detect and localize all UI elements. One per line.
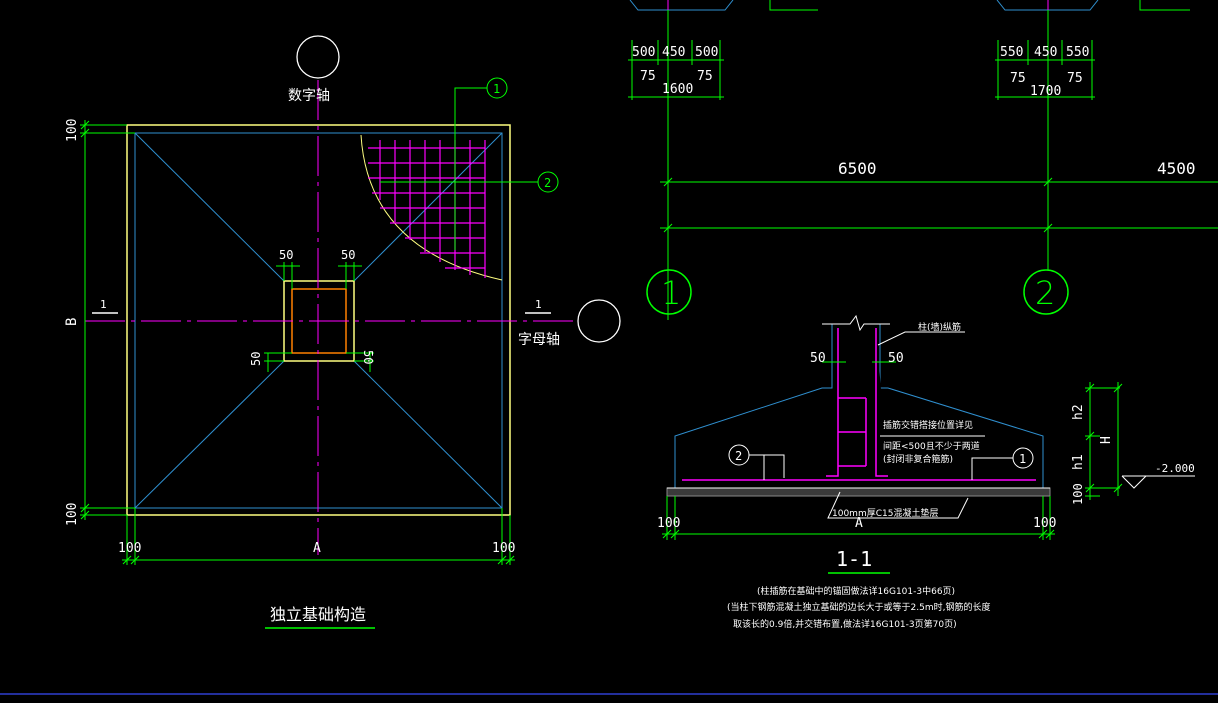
footing-outline xyxy=(126,124,511,516)
callout-2-bubble xyxy=(537,171,559,193)
dim-H: H xyxy=(1099,436,1114,444)
section-1-1: 50 50 柱(墙)纵筋 插筋交错搭接位置详见 间距<500且不少于两道 (封闭… xyxy=(657,314,1195,630)
bedding-layer xyxy=(666,487,1051,497)
footnote-2: (当柱下钢筋混凝土独立基础的边长大于或等于2.5m时,钢筋的长度 xyxy=(727,601,990,613)
footing-profile-left xyxy=(674,324,833,488)
axis-1-label: 1 xyxy=(661,274,681,312)
letter-axis-bubble xyxy=(577,299,621,343)
col-offset-bl: 50 xyxy=(249,352,263,366)
section-col-off-left: 50 xyxy=(810,351,826,366)
section-mark-left: 1 xyxy=(100,298,107,311)
bottom-dimension-lines xyxy=(122,508,515,565)
number-axis-label: 数字轴 xyxy=(288,88,330,104)
span-dims xyxy=(660,177,1218,233)
slope-lines xyxy=(134,132,503,509)
grid-left-sub-1: 75 xyxy=(640,69,656,84)
grid-right-dim-2: 450 xyxy=(1034,45,1057,60)
section-callout-1-bubble xyxy=(1012,447,1034,469)
dim-left-bottom: 100 xyxy=(65,503,80,526)
dim-left-top: 100 xyxy=(65,119,80,142)
bedding-note: 100mm厚C15混凝土垫层 xyxy=(832,507,938,519)
callout-1-number: 1 xyxy=(493,82,500,96)
left-grid-dims xyxy=(628,10,724,320)
grid-right-dim-3: 550 xyxy=(1066,45,1089,60)
section-bottom-dims xyxy=(662,496,1055,540)
elevation-symbol xyxy=(1121,475,1148,489)
section-dim-right: 100 xyxy=(1033,516,1056,531)
span-6500: 6500 xyxy=(838,159,877,178)
section-dim-left: 100 xyxy=(657,516,680,531)
grid-right-sub-1: 75 xyxy=(1010,71,1026,86)
axis-2-label: 2 xyxy=(1035,274,1055,312)
foundation-plan: 数字轴 字母轴 1 1 1 2 100 B 100 xyxy=(64,35,621,629)
column-rebars xyxy=(826,328,888,477)
note-mid-2: 间距<500且不少于两道 xyxy=(883,440,980,452)
dim-100-vert: 100 xyxy=(1071,483,1085,505)
col-offset-tl: 50 xyxy=(279,248,293,262)
section-col-off-right: 50 xyxy=(888,351,904,366)
number-axis-bubble xyxy=(296,35,340,79)
axis-grid: 500 450 500 75 75 1600 550 450 550 75 75… xyxy=(628,0,1218,320)
section-mark-right: 1 xyxy=(535,298,542,311)
footnote-3: 取该长的0.9倍,并交错布置,做法详16G101-3页第70页) xyxy=(733,618,957,630)
left-dimension-lines xyxy=(80,120,135,520)
dim-left-b: B xyxy=(64,318,80,326)
grid-right-dim-1: 550 xyxy=(1000,45,1023,60)
axis-2-bubble xyxy=(1023,269,1069,315)
column-offset-dims xyxy=(264,262,374,372)
grid-left-dim-1: 500 xyxy=(632,45,655,60)
note-mid-1: 插筋交错搭接位置详见 xyxy=(883,419,973,431)
dim-bottom-right: 100 xyxy=(492,541,515,556)
section-dim-a: A xyxy=(855,516,863,531)
col-offset-tr: 50 xyxy=(341,248,355,262)
dim-h1: h1 xyxy=(1071,454,1086,470)
section-height-dims xyxy=(1085,382,1123,500)
grid-left-total: 1600 xyxy=(662,82,693,97)
grid-left-dim-2: 450 xyxy=(662,45,685,60)
break-line xyxy=(822,314,890,332)
callout-1-bubble xyxy=(486,77,508,99)
footing-profile-right xyxy=(879,324,1044,488)
axis-1-bubble xyxy=(646,269,692,315)
grid-left-sub-2: 75 xyxy=(697,69,713,84)
right-grid-dims xyxy=(995,10,1095,270)
dim-bottom-a: A xyxy=(313,541,321,556)
rebar-mesh xyxy=(360,134,503,281)
callout-1-leader xyxy=(454,87,487,250)
note-mid-3: (封闭非复合箍筋) xyxy=(883,453,953,465)
plan-title: 独立基础构造 xyxy=(270,605,366,624)
grid-right-sub-2: 75 xyxy=(1067,71,1083,86)
dim-bottom-left: 100 xyxy=(118,541,141,556)
elevation-label: -2.000 xyxy=(1155,462,1195,475)
callout-2-number: 2 xyxy=(544,176,551,190)
col-offset-br: 50 xyxy=(361,350,375,364)
letter-axis-label: 字母轴 xyxy=(518,332,560,348)
dim-h2: h2 xyxy=(1071,404,1086,420)
grid-right-total: 1700 xyxy=(1030,84,1061,99)
footnote-1: (柱插筋在基础中的锚固做法详16G101-3中66页) xyxy=(757,585,955,597)
note-top: 柱(墙)纵筋 xyxy=(918,321,961,333)
section-callout-2-bubble xyxy=(728,444,750,466)
section-title: 1-1 xyxy=(836,547,872,571)
span-4500: 4500 xyxy=(1157,159,1196,178)
section-callout-1: 1 xyxy=(1019,452,1026,466)
grid-left-dim-3: 500 xyxy=(695,45,718,60)
section-callout-2: 2 xyxy=(735,449,742,463)
